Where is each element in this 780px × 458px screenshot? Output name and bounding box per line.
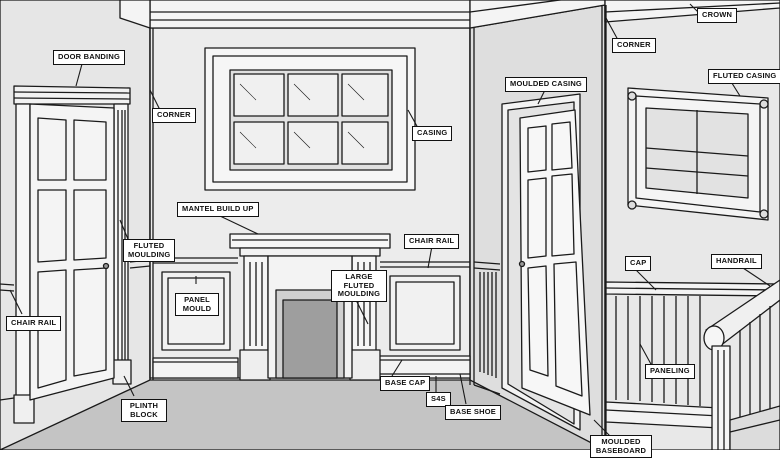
label-chair-rail-left: CHAIR RAIL <box>6 316 62 331</box>
label-fluted-casing: FLUTED CASING <box>708 69 780 84</box>
label-base-cap: BASE CAP <box>380 376 431 391</box>
corner-beads <box>149 5 607 450</box>
label-corner-left: CORNER <box>152 108 196 123</box>
fireplace-mantel <box>229 233 391 381</box>
label-moulded-baseboard: MOULDED BASEBOARD <box>590 435 652 458</box>
label-door-banding: DOOR BANDING <box>53 50 125 65</box>
label-corner-top: CORNER <box>612 38 656 53</box>
label-cap: CAP <box>625 256 652 271</box>
middle-wall-wainscot <box>473 261 501 395</box>
label-chair-rail-center: CHAIR RAIL <box>404 234 460 249</box>
label-large-fluted-moulding: LARGE FLUTED MOULDING <box>331 270 387 302</box>
right-door <box>501 93 591 431</box>
label-s4s: S4S <box>426 392 451 407</box>
left-door <box>13 85 132 424</box>
label-crown: CROWN <box>697 8 738 23</box>
label-base-shoe: BASE SHOE <box>445 405 501 420</box>
label-handrail: HANDRAIL <box>711 254 762 269</box>
right-wall <box>604 0 780 450</box>
staircase <box>703 279 780 450</box>
back-wall-window <box>204 47 416 191</box>
label-plinth-block: PLINTH BLOCK <box>121 399 167 422</box>
label-moulded-casing: MOULDED CASING <box>505 77 587 92</box>
leader-lines <box>9 3 771 437</box>
label-fluted-moulding: FLUTED MOULDING <box>123 239 175 262</box>
label-mantel-build-up: MANTEL BUILD UP <box>177 202 259 217</box>
right-wall-wainscot <box>605 281 780 429</box>
right-wall-window <box>627 87 769 221</box>
label-panel-mould: PANEL MOULD <box>175 293 219 316</box>
label-paneling: PANELING <box>645 364 695 379</box>
label-casing: CASING <box>412 126 453 141</box>
